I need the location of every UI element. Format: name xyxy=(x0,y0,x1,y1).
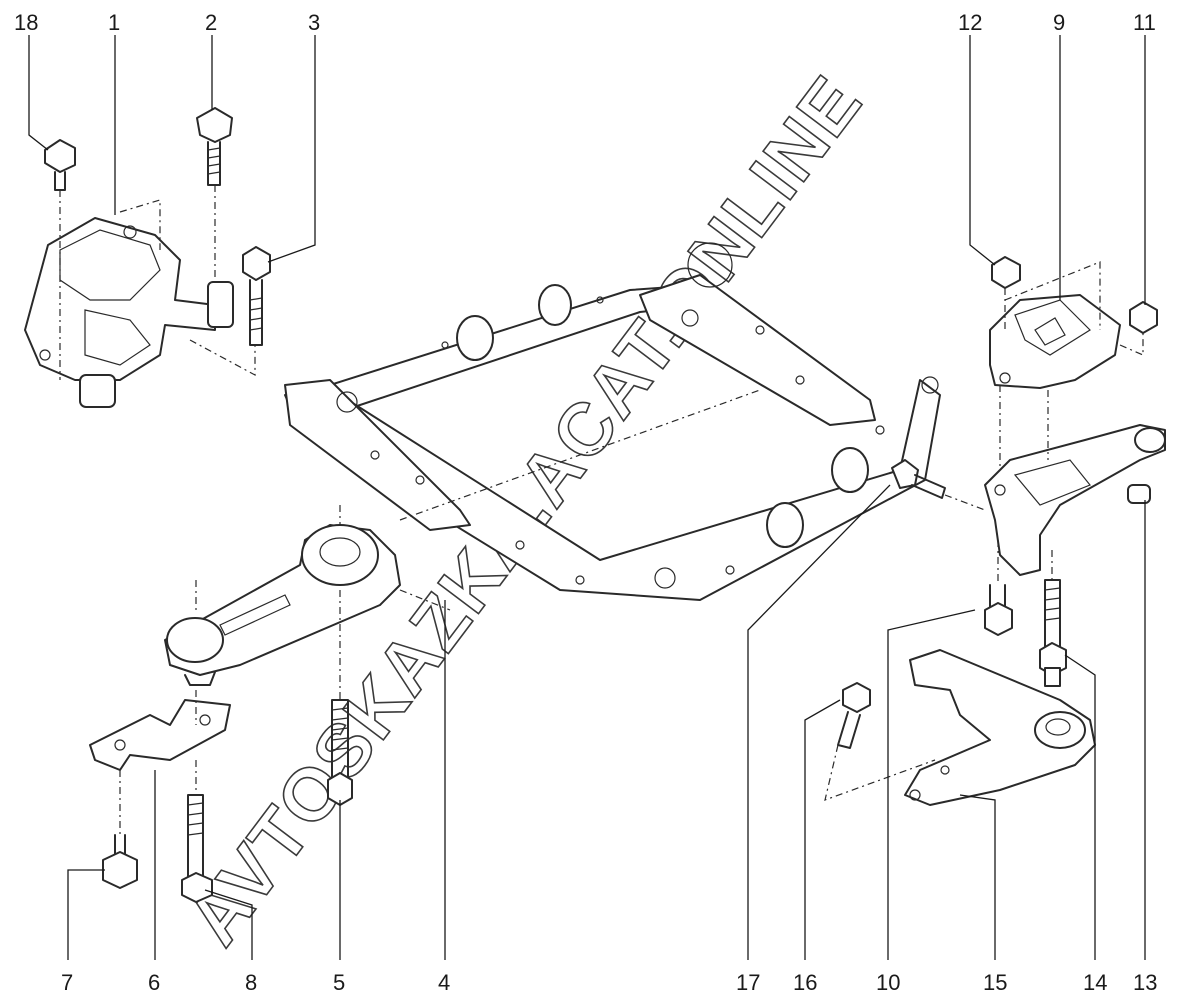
bolt-7 xyxy=(102,834,138,889)
callout-15: 15 xyxy=(983,970,1007,995)
engine-mount-bracket xyxy=(24,217,234,408)
torque-rod xyxy=(164,524,401,686)
callout-12: 12 xyxy=(958,10,982,35)
callout-5: 5 xyxy=(333,970,345,995)
callout-16: 16 xyxy=(793,970,817,995)
bracket-13 xyxy=(984,424,1166,576)
nut-11 xyxy=(1129,301,1158,334)
subframe xyxy=(284,242,941,601)
bracket-6 xyxy=(89,699,231,771)
bolt-17 xyxy=(891,459,946,499)
assembly-lines xyxy=(59,185,1144,835)
bolt-8 xyxy=(181,794,213,903)
bolt-18 xyxy=(44,139,76,191)
callout-10: 10 xyxy=(876,970,900,995)
bolt-3 xyxy=(242,246,271,346)
callout-13: 13 xyxy=(1133,970,1157,995)
callout-6: 6 xyxy=(148,970,160,995)
callout-3: 3 xyxy=(308,10,320,35)
callout-8: 8 xyxy=(245,970,257,995)
bolt-10 xyxy=(984,584,1013,636)
callout-4: 4 xyxy=(438,970,450,995)
bolt-5 xyxy=(327,699,353,806)
bracket-15 xyxy=(904,649,1096,806)
bolt-16 xyxy=(837,682,871,749)
bolt-2 xyxy=(196,107,233,186)
callout-11: 11 xyxy=(1133,10,1156,35)
callout-2: 2 xyxy=(205,10,217,35)
callout-18: 18 xyxy=(14,10,38,35)
stud-14 xyxy=(1039,579,1067,687)
leader-lines xyxy=(28,35,1146,960)
nut-12 xyxy=(991,256,1021,289)
callout-7: 7 xyxy=(61,970,73,995)
callout-labels: 18 1 2 3 12 9 11 7 6 8 5 4 17 16 10 15 1… xyxy=(14,10,1157,995)
callout-9: 9 xyxy=(1053,10,1065,35)
callout-14: 14 xyxy=(1083,970,1107,995)
callout-1: 1 xyxy=(108,10,120,35)
callout-17: 17 xyxy=(736,970,760,995)
gearbox-mount xyxy=(989,294,1121,389)
